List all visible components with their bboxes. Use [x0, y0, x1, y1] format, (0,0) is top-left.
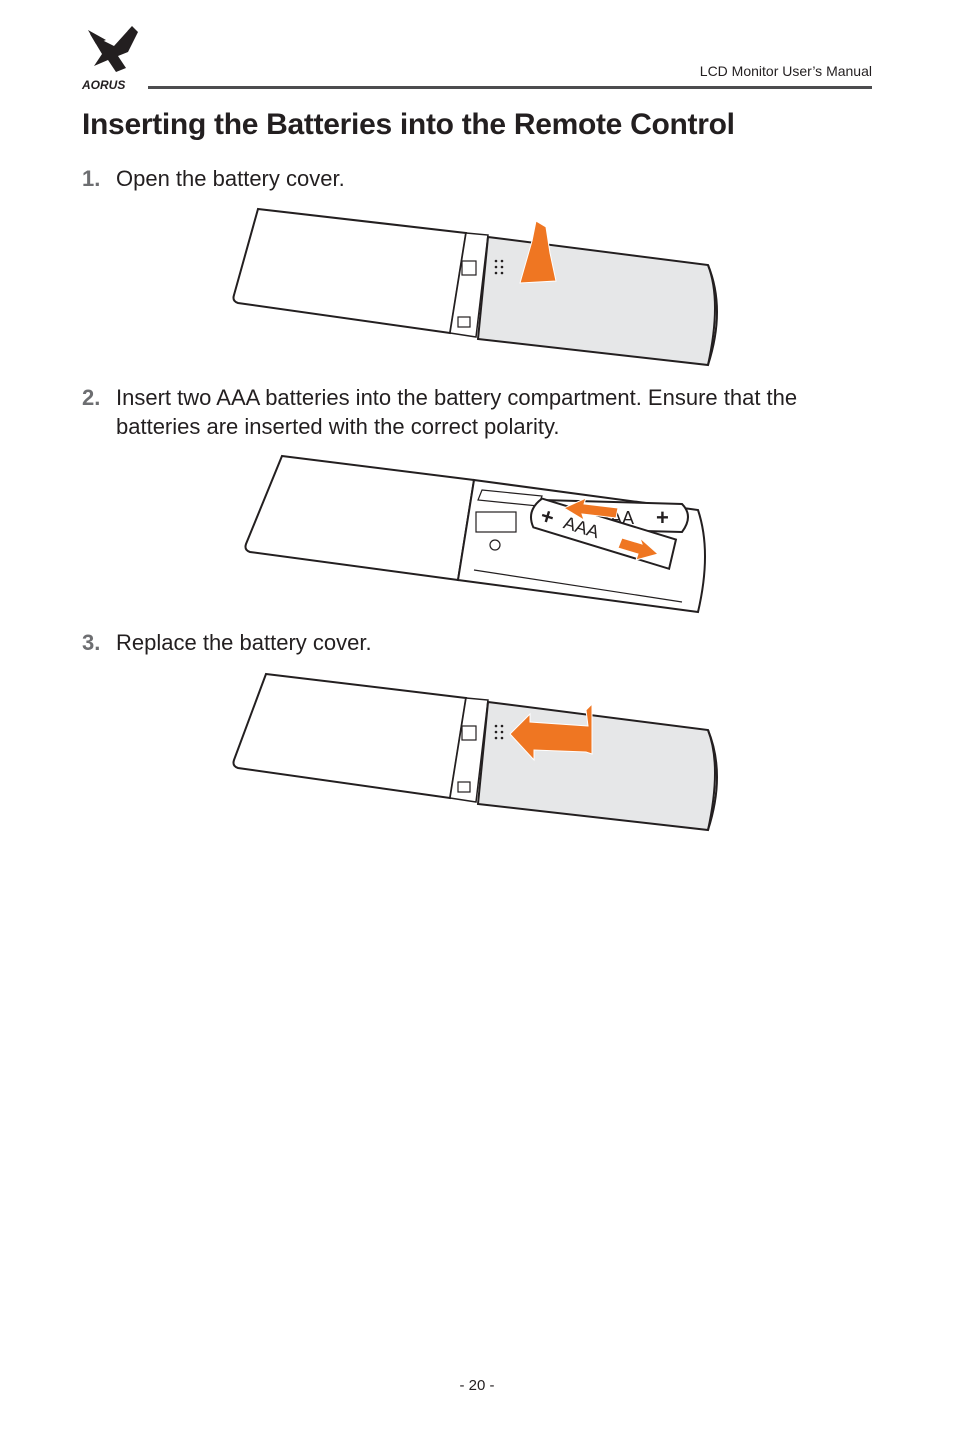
remote-open-cover-illustration: [232, 207, 718, 367]
step-number: 2.: [82, 385, 101, 410]
page-title: Inserting the Batteries into the Remote …: [82, 108, 735, 141]
brand-wordmark: AORUS: [81, 78, 125, 92]
remote-insert-batteries-illustration: AAA + AAA +: [244, 454, 706, 614]
remote-replace-cover-illustration: [232, 672, 718, 832]
step-text: Open the battery cover.: [116, 166, 345, 191]
page-number: - 20 -: [459, 1377, 495, 1394]
step-3: 3. Replace the battery cover.: [82, 628, 872, 657]
step-1: 1. Open the battery cover.: [82, 164, 872, 193]
aorus-logo: AORUS: [81, 26, 138, 92]
header-doc-title: LCD Monitor User’s Manual: [699, 63, 872, 79]
step-2: 2. Insert two AAA batteries into the bat…: [82, 383, 872, 441]
step-number: 3.: [82, 630, 101, 655]
step-number: 1.: [82, 166, 101, 191]
battery-plus-top: +: [656, 505, 669, 530]
step-text: Replace the battery cover.: [116, 630, 372, 655]
header-rule: [148, 86, 872, 89]
step-text: Insert two AAA batteries into the batter…: [116, 385, 798, 439]
